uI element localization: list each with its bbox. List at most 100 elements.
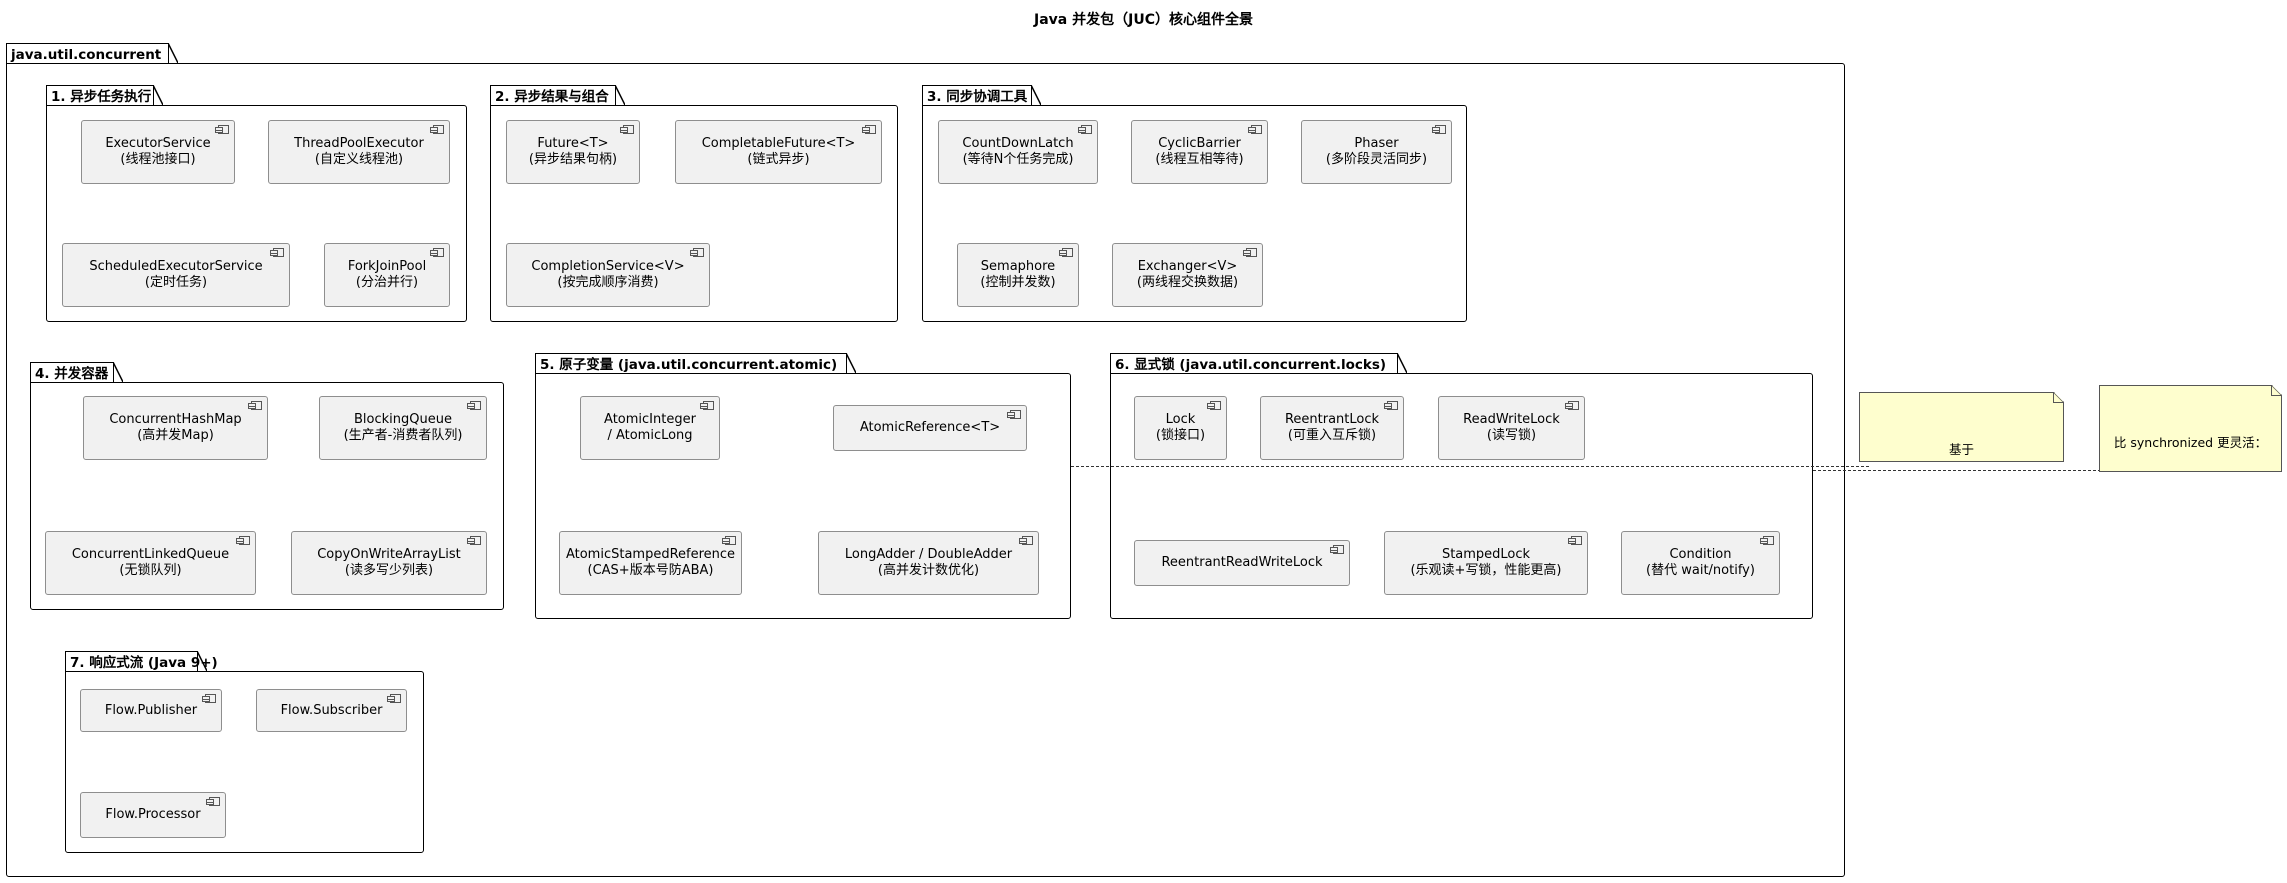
component-desc: (分治并行)	[355, 275, 419, 290]
component-name: ForkJoinPool	[347, 259, 427, 274]
component-desc: (替代 wait/notify)	[1646, 563, 1755, 578]
component-icon	[236, 536, 250, 545]
package-4-label: 4. 并发容器	[35, 366, 109, 382]
component-icon	[862, 125, 876, 134]
component-desc: (自定义线程池)	[314, 152, 404, 167]
component-reentrant-lock: ReentrantLock (可重入互斥锁)	[1260, 396, 1404, 460]
component-icon	[1078, 125, 1092, 134]
component-desc: (CAS+版本号防ABA)	[587, 563, 714, 578]
component-stamped-lock: StampedLock (乐观读+写锁，性能更高)	[1384, 531, 1588, 595]
component-name: ReadWriteLock	[1463, 412, 1560, 427]
component-icon	[215, 125, 229, 134]
locks-note-connector	[1813, 470, 2101, 471]
component-name: Semaphore	[980, 259, 1056, 274]
component-icon	[1432, 125, 1446, 134]
package-3-tab: 3. 同步协调工具	[922, 84, 1041, 105]
package-5-label: 5. 原子变量 (java.util.concurrent.atomic)	[540, 357, 838, 373]
component-desc: (无锁队列)	[119, 563, 182, 578]
note-fold-icon	[2271, 386, 2281, 396]
component-desc: (乐观读+写锁，性能更高)	[1410, 563, 1562, 578]
component-desc: (读多写少列表)	[344, 563, 434, 578]
component-icon	[430, 248, 444, 257]
component-name: CountDownLatch	[962, 136, 1074, 151]
component-name: Future<T>	[537, 136, 609, 151]
root-package-label: java.util.concurrent	[11, 47, 162, 63]
component-desc: (锁接口)	[1155, 428, 1206, 443]
component-icon	[690, 248, 704, 257]
root-package-tab: java.util.concurrent	[6, 42, 178, 63]
note-line: 比 synchronized 更灵活：	[2113, 435, 2268, 450]
component-desc: (生产者-消费者队列)	[343, 428, 463, 443]
component-desc: (高并发计数优化)	[877, 563, 980, 578]
component-icon	[1019, 536, 1033, 545]
diagram-title: Java 并发包（JUC）核心组件全景	[1034, 12, 1253, 28]
component-fork-join-pool: ForkJoinPool (分治并行)	[324, 243, 450, 307]
component-name: AtomicReference<T>	[859, 420, 1001, 435]
component-concurrent-hash-map: ConcurrentHashMap (高并发Map)	[83, 396, 268, 460]
component-name: ReentrantReadWriteLock	[1161, 555, 1323, 570]
component-desc: (异步结果句柄)	[528, 152, 618, 167]
component-desc: (控制并发数)	[980, 275, 1056, 290]
component-name: ConcurrentLinkedQueue	[71, 547, 230, 562]
component-name: CompletableFuture<T>	[701, 136, 856, 151]
component-desc: (定时任务)	[144, 275, 208, 290]
package-7-label: 7. 响应式流 (Java 9+)	[70, 655, 218, 671]
component-flow-subscriber: Flow.Subscriber	[256, 689, 407, 732]
component-name: Condition	[1669, 547, 1732, 562]
component-icon	[1243, 248, 1257, 257]
component-icon	[1760, 536, 1774, 545]
component-atomic-integer: AtomicInteger / AtomicLong	[580, 396, 720, 460]
component-name: ExecutorService	[105, 136, 211, 151]
component-desc: (高并发Map)	[137, 428, 214, 443]
note-line: 基于	[1948, 442, 1974, 457]
component-completion-service: CompletionService<V> (按完成顺序消费)	[506, 243, 710, 307]
component-name: Flow.Publisher	[104, 702, 198, 718]
component-icon	[620, 125, 634, 134]
note-line: - 可中断	[2167, 480, 2214, 495]
component-name: LongAdder / DoubleAdder	[844, 547, 1013, 562]
component-desc: (按完成顺序消费)	[557, 275, 659, 290]
component-desc: (可重入互斥锁)	[1287, 428, 1377, 443]
component-name: Lock	[1165, 412, 1196, 427]
component-long-adder: LongAdder / DoubleAdder (高并发计数优化)	[818, 531, 1039, 595]
component-icon	[467, 536, 481, 545]
component-desc: / AtomicLong	[607, 428, 693, 443]
component-icon	[387, 694, 401, 703]
component-icon	[1330, 545, 1344, 554]
component-copy-on-write-array-list: CopyOnWriteArrayList (读多写少列表)	[291, 531, 487, 595]
component-desc: (等待N个任务完成)	[962, 152, 1074, 167]
package-6-tab: 6. 显式锁 (java.util.concurrent.locks)	[1110, 352, 1407, 373]
component-name: CompletionService<V>	[531, 259, 685, 274]
note-fold-icon	[2053, 393, 2063, 403]
component-desc: (多阶段灵活同步)	[1325, 152, 1428, 167]
package-1-tab: 1. 异步任务执行	[46, 84, 163, 105]
component-desc: (线程池接口)	[120, 152, 196, 167]
component-icon	[467, 401, 481, 410]
component-icon	[700, 401, 714, 410]
package-1-label: 1. 异步任务执行	[51, 89, 152, 105]
component-icon	[722, 536, 736, 545]
component-exchanger: Exchanger<V> (两线程交换数据)	[1112, 243, 1263, 307]
component-future: Future<T> (异步结果句柄)	[506, 120, 640, 184]
component-icon	[206, 797, 220, 806]
component-cyclic-barrier: CyclicBarrier (线程互相等待)	[1131, 120, 1268, 184]
component-desc: (读写锁)	[1486, 428, 1537, 443]
component-count-down-latch: CountDownLatch (等待N个任务完成)	[938, 120, 1098, 184]
package-7-tab: 7. 响应式流 (Java 9+)	[65, 650, 218, 671]
component-phaser: Phaser (多阶段灵活同步)	[1301, 120, 1452, 184]
component-condition: Condition (替代 wait/notify)	[1621, 531, 1780, 595]
component-icon	[1007, 410, 1021, 419]
package-4-tab: 4. 并发容器	[30, 361, 123, 382]
component-icon	[1384, 401, 1398, 410]
package-5-tab: 5. 原子变量 (java.util.concurrent.atomic)	[535, 352, 856, 373]
component-icon	[270, 248, 284, 257]
component-icon	[1565, 401, 1579, 410]
component-icon	[430, 125, 444, 134]
component-scheduled-executor-service: ScheduledExecutorService (定时任务)	[62, 243, 290, 307]
component-name: ThreadPoolExecutor	[294, 136, 424, 151]
component-icon	[1248, 125, 1262, 134]
component-name: ReentrantLock	[1284, 412, 1380, 427]
atomic-note-connector	[1071, 466, 1869, 467]
component-name: Flow.Subscriber	[280, 702, 383, 718]
package-6-label: 6. 显式锁 (java.util.concurrent.locks)	[1115, 357, 1387, 373]
